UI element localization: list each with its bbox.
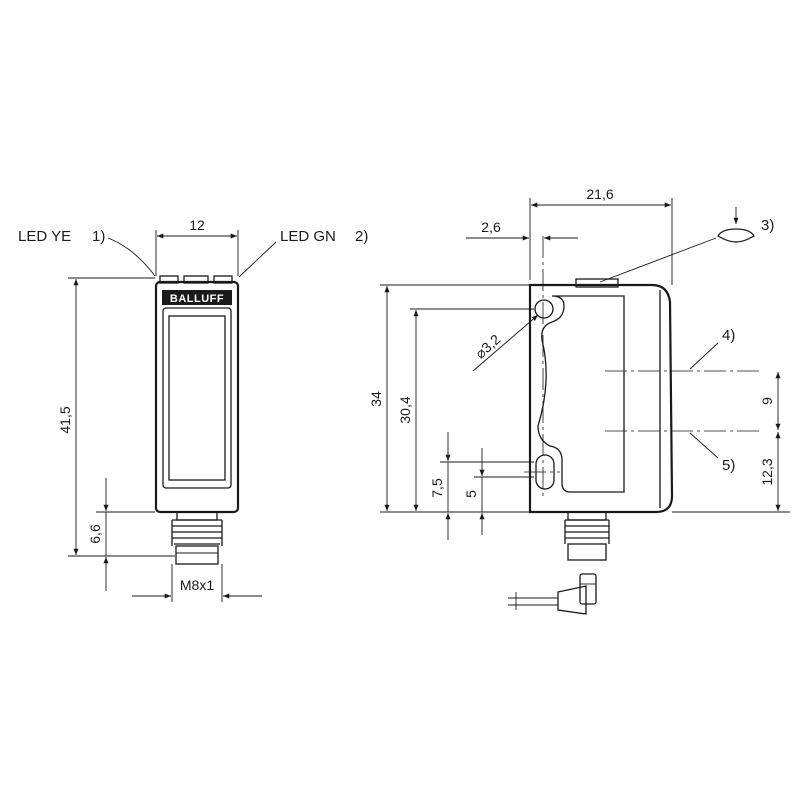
- side-view: 21,6 2,6 ⌀3,2 34 30,4 7,5 5 9: [368, 186, 790, 615]
- led-ye-label: LED YE: [18, 228, 71, 245]
- note-4: 4): [722, 327, 735, 344]
- front-width-dimension: 12: [189, 217, 205, 233]
- front-connector: [171, 511, 223, 565]
- brand-plate: [162, 290, 232, 305]
- hole-diameter-dimension: ⌀3,2: [472, 331, 504, 362]
- front-window-frame: [162, 307, 232, 489]
- note-3: 3): [761, 217, 774, 234]
- note-5-leader: [689, 432, 719, 459]
- lens-symbol: [717, 228, 755, 243]
- connector-length-dimension: 6,6: [87, 524, 103, 544]
- front-window: [168, 315, 226, 481]
- led-gn-window: [213, 275, 233, 284]
- beam-spacing-dimension: 9: [759, 397, 775, 405]
- thread-dimension: M8x1: [180, 577, 214, 593]
- note-3-leader: [599, 237, 717, 283]
- hole-offset-dimension: 2,6: [481, 219, 501, 235]
- side-height-dimension: 34: [368, 391, 384, 407]
- led-gn-leader: [238, 241, 277, 278]
- led-ye-note: 1): [92, 228, 105, 245]
- led-ye-window: [159, 275, 179, 284]
- led-center-window: [183, 275, 209, 284]
- note-5: 5): [722, 457, 735, 474]
- brand-logo-text: BALLUFF: [170, 293, 224, 305]
- led-ye-leader: [107, 237, 156, 277]
- side-inner-recess: [537, 295, 625, 493]
- mounting-hole: [534, 299, 554, 319]
- front-view: BALLUFF 12 41,5 6,6 M8x1 LED Y: [18, 217, 368, 602]
- side-housing: [528, 283, 674, 514]
- note-4-leader: [689, 342, 719, 370]
- front-height-dimension: 41,5: [57, 406, 73, 433]
- slot-dimension-b: 5: [463, 490, 479, 498]
- beam-height-dimension: 12,3: [759, 458, 775, 485]
- hole-spacing-dimension: 30,4: [397, 396, 413, 423]
- side-connector: [564, 511, 610, 561]
- angled-cable-connector: [508, 573, 597, 615]
- side-led-bump: [575, 278, 619, 288]
- side-width-dimension: 21,6: [586, 186, 613, 202]
- led-gn-note: 2): [355, 228, 368, 245]
- led-gn-label: LED GN: [280, 228, 336, 245]
- slot-dimension-a: 7,5: [429, 478, 445, 498]
